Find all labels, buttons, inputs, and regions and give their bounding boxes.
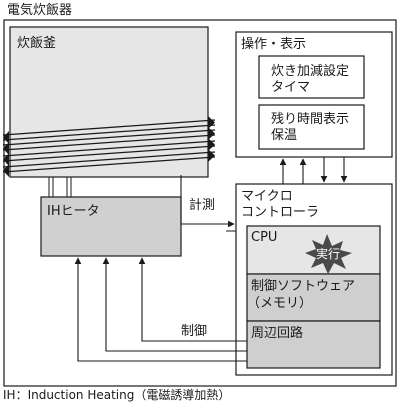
- heater-cable: [48, 177, 72, 197]
- coil-arrow-heads: [3, 116, 215, 177]
- control-arrow: [138, 257, 247, 342]
- ih-heater-box: [40, 196, 182, 257]
- ops-item-4: 保温: [271, 128, 298, 143]
- rice-pot-label: 炊飯釜: [17, 36, 57, 51]
- ops-item-box-1: [258, 55, 365, 99]
- execute-burst: [305, 234, 352, 274]
- micro-title-line1: マイクロ: [241, 189, 293, 204]
- ops-item-box-2: [258, 104, 365, 150]
- peripheral-box: [246, 320, 381, 369]
- ops-item-3: 残り時間表示: [271, 112, 350, 127]
- ops-micro-links: [279, 157, 348, 184]
- software-box: [246, 273, 381, 322]
- footnote: IH：Induction Heating（電磁誘導加熱）: [3, 388, 231, 402]
- heater-line-2: [102, 257, 247, 352]
- outer-title: 電気炊飯器: [7, 3, 73, 18]
- micro-title-line2: コントローラ: [241, 205, 320, 220]
- software-label-line1: 制御ソフトウェア: [251, 279, 356, 294]
- ops-panel-title: 操作・表示: [241, 37, 307, 52]
- exec-label: 実行: [316, 247, 341, 261]
- rice-pot-box: [9, 26, 209, 178]
- cpu-label: CPU: [251, 230, 278, 245]
- ops-item-2: タイマ: [271, 80, 311, 95]
- heater-label: IHヒータ: [47, 204, 100, 219]
- measure-arrow: [180, 175, 235, 228]
- induction-coil: [2, 119, 216, 173]
- software-label-line2: （メモリ）: [247, 296, 313, 311]
- measure-label: 計測: [189, 198, 216, 213]
- heater-line-1: [74, 257, 247, 362]
- control-label: 制御: [181, 324, 208, 339]
- ops-item-1: 炊き加減設定: [271, 64, 350, 79]
- peripheral-label: 周辺回路: [251, 326, 304, 341]
